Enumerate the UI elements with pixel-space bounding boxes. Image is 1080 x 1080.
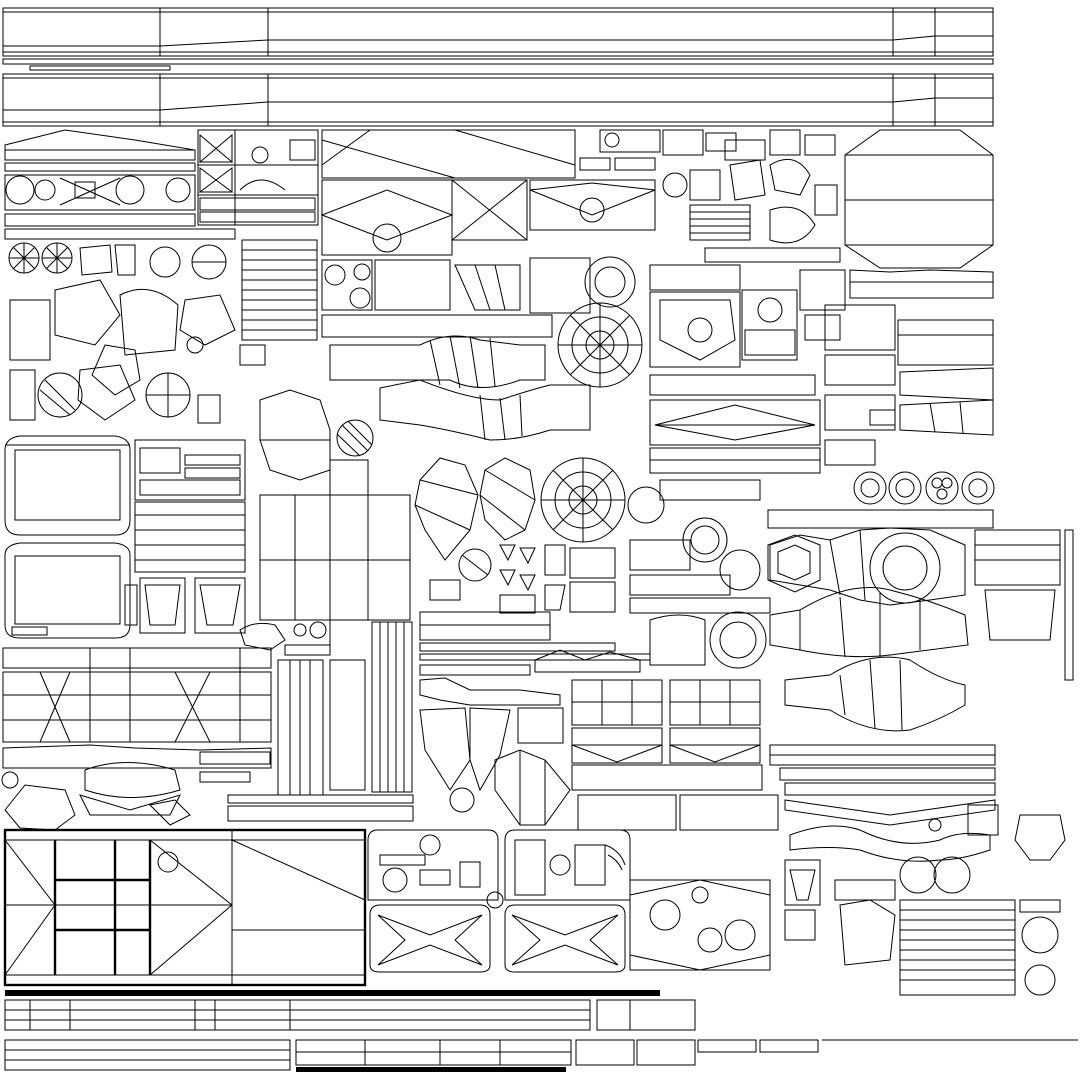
hex-parts-middle (629, 517, 821, 669)
wedge-panel-center (320, 129, 656, 256)
tube-panel-right-b (769, 587, 969, 732)
screen-panel-left-b (4, 501, 246, 639)
star-panel-cluster (197, 129, 319, 226)
round-parts-left (8, 239, 318, 341)
octagon-panels-center (414, 457, 536, 561)
frame-panel-bottom-left (3, 828, 367, 987)
long-strip-bottom (4, 990, 1078, 1072)
strip-stack-middle (419, 611, 651, 676)
tube-panel-center (321, 256, 636, 457)
mechanical-parts-bottom-right (784, 856, 1061, 996)
vertical-strips-center (277, 621, 413, 796)
dome-disc-mid (540, 457, 665, 543)
long-strip-second (2, 73, 994, 127)
mechanical-cluster-center (649, 264, 846, 501)
tube-panel-right-a (767, 509, 1074, 681)
side-panels-right (824, 304, 994, 466)
pod-cluster-left (9, 279, 266, 424)
pod-cluster-bottom-left (1, 762, 414, 831)
long-strip-top (2, 7, 994, 57)
triangle-chips-center (429, 544, 616, 614)
long-strip-thin (2, 58, 994, 71)
hexagon-panel-right (844, 129, 994, 299)
star-panel-bottom-a (419, 677, 571, 826)
disc-row-right (853, 471, 995, 505)
strip-stack-right (769, 744, 1066, 862)
screen-panel-left-a (4, 435, 246, 536)
grid-panel-bottom-left (2, 647, 272, 769)
column-panel-center (239, 389, 411, 656)
console-panel-bottom (367, 829, 631, 901)
hull-panel-left (4, 129, 236, 240)
small-parts-top-right (579, 129, 841, 263)
star-panel-bottom-b (369, 879, 771, 973)
dome-disc-large (557, 302, 643, 388)
rect-grid-center (571, 679, 779, 831)
